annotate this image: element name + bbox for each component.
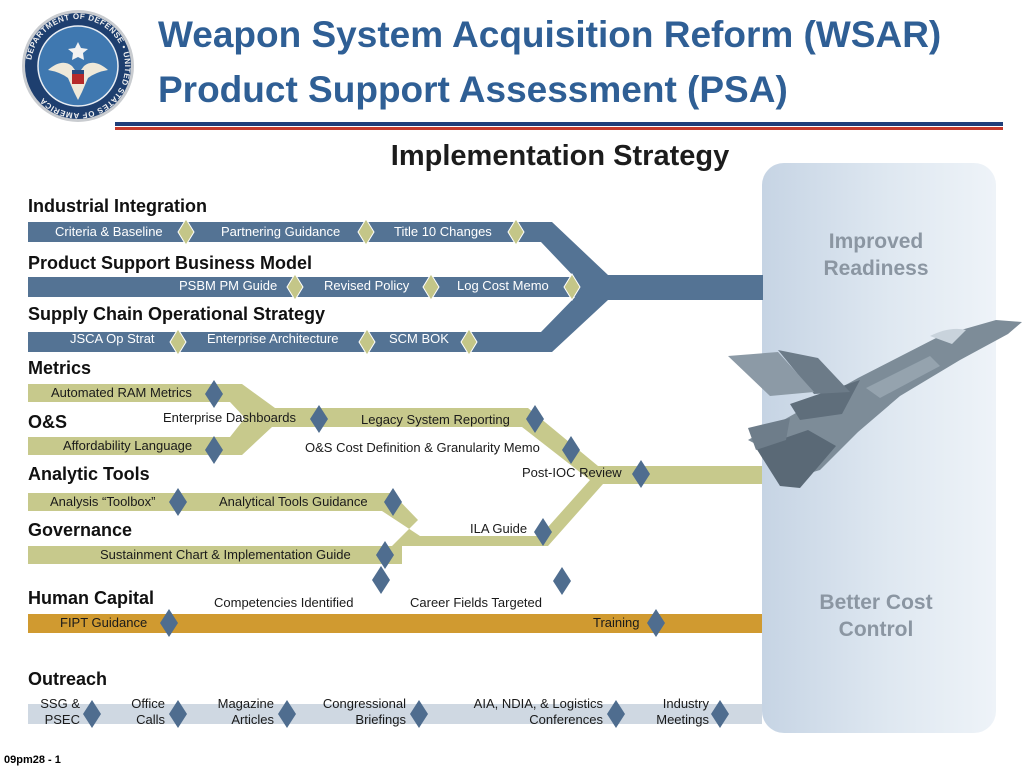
milestone-diamond	[169, 488, 187, 516]
milestone-career-fields-targeted: Career Fields Targeted	[410, 595, 542, 610]
milestone-diamond	[526, 405, 544, 433]
header-rule-red	[115, 127, 1003, 130]
milestone-diamond	[507, 218, 525, 246]
milestone-diamond	[562, 436, 580, 464]
milestone-post-ioc-review: Post-IOC Review	[522, 465, 622, 480]
section-product-support-business-model: Product Support Business Model	[28, 253, 313, 273]
outreach-track	[28, 704, 762, 724]
milestone-diamond	[563, 273, 581, 301]
milestone-diamond	[169, 700, 187, 728]
milestone-diamond	[358, 328, 376, 356]
green-track-group	[28, 384, 762, 564]
milestone-diamond	[607, 700, 625, 728]
milestone-diamond	[376, 541, 394, 569]
section-human-capital: Human Capital	[28, 588, 155, 608]
milestone-diamond	[632, 460, 650, 488]
milestone-diamond	[372, 566, 390, 594]
milestone-diamond	[278, 700, 296, 728]
milestone-diamond	[205, 380, 223, 408]
header-rule-blue	[115, 122, 1003, 126]
milestone-diamond	[422, 273, 440, 301]
blue-track-group	[28, 222, 763, 352]
milestone-ssg-psec: SSG &PSEC	[40, 696, 80, 727]
section-subtitle: Implementation Strategy	[390, 140, 730, 172]
milestone-log-cost-memo: Log Cost Memo	[457, 278, 549, 293]
milestone-diamond	[410, 700, 428, 728]
milestone-diamond	[205, 436, 223, 464]
milestone-diamond	[384, 488, 402, 516]
green-merge-track	[28, 384, 762, 564]
milestone-diamond	[647, 609, 665, 637]
page-title-line2: Product Support Assessment (PSA)	[158, 69, 788, 110]
milestone-psbm-pm-guide: PSBM PM Guide	[179, 278, 278, 293]
milestone-diamond	[169, 328, 187, 356]
milestone-diamonds-green	[169, 218, 581, 356]
milestone-automated-ram-metrics: Automated RAM Metrics	[51, 385, 192, 400]
milestone-diamond	[286, 273, 304, 301]
milestone-scm-bok: SCM BOK	[389, 331, 449, 346]
section-industrial-integration: Industrial Integration	[28, 196, 208, 216]
section-os: O&S	[28, 412, 68, 432]
milestone-diamond	[83, 700, 101, 728]
milestone-os-cost-definition: O&S Cost Definition & Granularity Memo	[305, 440, 540, 455]
milestone-analytical-tools-guidance: Analytical Tools Guidance	[219, 494, 368, 509]
milestone-diamond	[160, 609, 178, 637]
milestone-diamond	[310, 405, 328, 433]
milestone-diamond	[177, 218, 195, 246]
slide-id: 09pm28 - 1	[4, 754, 61, 766]
blue-merge-track	[28, 222, 763, 352]
milestone-fipt-guidance: FIPT Guidance	[60, 615, 148, 630]
milestone-criteria-baseline: Criteria & Baseline	[55, 224, 163, 239]
milestone-sustainment-chart: Sustainment Chart & Implementation Guide	[100, 547, 351, 562]
milestone-legacy-system-reporting: Legacy System Reporting	[361, 412, 510, 427]
milestone-diamond	[711, 700, 729, 728]
milestone-diamond	[534, 518, 552, 546]
psbm-track	[28, 277, 763, 297]
milestone-diamonds-blue	[83, 380, 729, 728]
milestone-title10-changes: Title 10 Changes	[394, 224, 492, 239]
section-analytic-tools: Analytic Tools	[28, 464, 150, 484]
section-supply-chain: Supply Chain Operational Strategy	[28, 304, 326, 324]
fighter-jet-illustration	[728, 320, 1022, 488]
milestone-enterprise-dashboards: Enterprise Dashboards	[163, 410, 296, 425]
milestone-revised-policy: Revised Policy	[324, 278, 410, 293]
milestone-jsca-op-strat: JSCA Op Strat	[70, 331, 155, 346]
section-governance: Governance	[28, 520, 133, 540]
milestone-enterprise-architecture: Enterprise Architecture	[207, 331, 339, 346]
milestone-partnering-guidance: Partnering Guidance	[221, 224, 341, 239]
section-outreach: Outreach	[28, 669, 108, 689]
milestone-affordability-language: Affordability Language	[63, 438, 193, 453]
milestone-diamond	[460, 328, 478, 356]
section-metrics: Metrics	[28, 358, 92, 378]
milestone-diamond	[357, 218, 375, 246]
milestone-competencies-identified: Competencies Identified	[214, 595, 354, 610]
human-capital-track	[28, 614, 762, 633]
dod-seal-logo: DEPARTMENT OF DEFENSE • UNITED STATES OF…	[22, 10, 134, 122]
milestone-training: Training	[593, 615, 640, 630]
page-title-line1: Weapon System Acquisition Reform (WSAR)	[158, 14, 942, 55]
milestone-analysis-toolbox: Analysis “Toolbox”	[50, 494, 156, 509]
milestone-ila-guide: ILA Guide	[470, 521, 528, 536]
milestone-diamond	[553, 567, 571, 595]
